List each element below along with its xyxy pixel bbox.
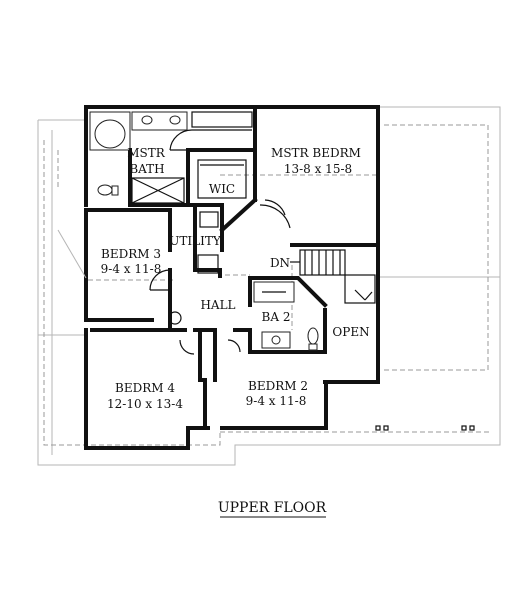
bedrm3-label: BEDRM 3	[101, 247, 161, 261]
mstr-bedrm-label: MSTR BEDRM	[271, 146, 361, 160]
bedrm4-dims: 12-10 x 13-4	[107, 397, 183, 411]
utility-label: UTILITY	[169, 234, 222, 248]
mstr-bedrm-dims: 13-8 x 15-8	[284, 162, 352, 176]
wic-label: WIC	[209, 182, 235, 196]
bedrm4-label: BEDRM 4	[115, 381, 175, 395]
roof-outline	[37, 106, 501, 466]
walls	[84, 105, 380, 450]
bedrm2-dims: 9-4 x 11-8	[246, 394, 307, 408]
floor-caption: UPPER FLOOR	[218, 500, 327, 516]
mstr-bath-label-line2: BATH	[129, 162, 164, 176]
ba2-label: BA 2	[262, 310, 291, 324]
small-fixtures	[375, 425, 475, 431]
dn-label: DN	[270, 256, 290, 270]
bedrm2-label: BEDRM 2	[248, 379, 308, 393]
hall-label: HALL	[200, 298, 235, 312]
interior-details	[57, 111, 376, 355]
open-label: OPEN	[332, 325, 369, 339]
bedrm3-dims: 9-4 x 11-8	[101, 262, 162, 276]
mstr-bath-label-line1: MSTR	[127, 146, 166, 160]
